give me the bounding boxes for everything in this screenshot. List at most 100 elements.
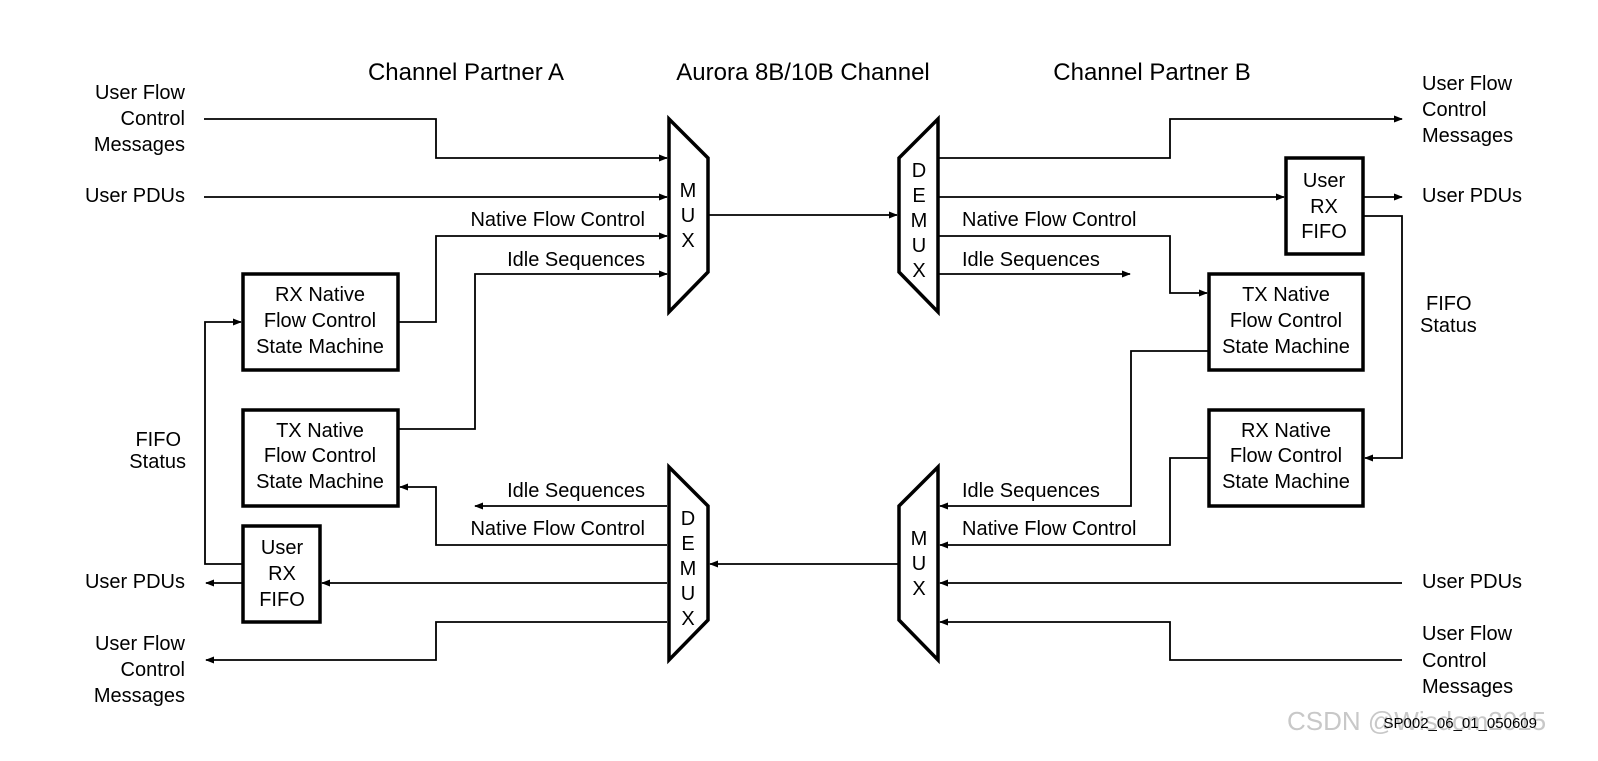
- svg-text:Flow Control: Flow Control: [1230, 310, 1342, 332]
- svg-text:FIFO: FIFO: [259, 589, 305, 611]
- wire-demux-to-ufc-a: [205, 621, 667, 664]
- svg-text:X: X: [912, 578, 925, 600]
- svg-text:TX Native: TX Native: [276, 420, 364, 442]
- label-user-pdus-b-top: User PDUs: [1422, 185, 1522, 207]
- svg-text:Control: Control: [1422, 650, 1486, 672]
- label-idle-b-top: Idle Sequences: [962, 249, 1100, 271]
- svg-text:M: M: [911, 210, 928, 232]
- demux-a-bottom: [667, 462, 710, 665]
- label-ufc-a-top: User Flow Control Messages: [94, 82, 186, 156]
- svg-text:Flow Control: Flow Control: [264, 310, 376, 332]
- svg-text:FIFO: FIFO: [1426, 293, 1472, 315]
- svg-text:User: User: [261, 537, 304, 559]
- svg-text:User Flow: User Flow: [1422, 623, 1513, 645]
- svg-text:U: U: [681, 205, 695, 227]
- svg-text:E: E: [912, 185, 925, 207]
- mux-b-bottom-label: M U X: [911, 528, 928, 600]
- wire-ufc-b-to-mux: [939, 618, 1402, 661]
- label-user-pdus-a-bottom: User PDUs: [85, 571, 185, 593]
- svg-text:User: User: [1303, 170, 1346, 192]
- label-nfc-b-top: Native Flow Control: [962, 209, 1137, 231]
- wire-tx-nfc-a-idle-to-mux: [398, 270, 668, 430]
- svg-text:E: E: [681, 533, 694, 555]
- svg-text:Control: Control: [121, 659, 185, 681]
- svg-text:Status: Status: [1420, 315, 1477, 337]
- label-idle-a-top: Idle Sequences: [507, 249, 645, 271]
- svg-text:User Flow: User Flow: [1422, 73, 1513, 95]
- wire-fifo-status-b: [1363, 215, 1403, 462]
- svg-text:User Flow: User Flow: [95, 633, 186, 655]
- header-partner-b: Channel Partner B: [1053, 59, 1250, 86]
- tx-native-fc-state-machine-b: TX Native Flow Control State Machine: [1207, 272, 1365, 372]
- svg-text:Flow Control: Flow Control: [1230, 445, 1342, 467]
- svg-text:X: X: [681, 608, 694, 630]
- svg-text:M: M: [911, 528, 928, 550]
- svg-text:M: M: [680, 180, 697, 202]
- user-rx-fifo-a: User RX FIFO: [241, 524, 322, 624]
- svg-text:D: D: [912, 160, 926, 182]
- header-partner-a: Channel Partner A: [368, 59, 564, 86]
- mux-a-top: [667, 114, 710, 317]
- svg-text:State Machine: State Machine: [1222, 471, 1350, 493]
- label-ufc-b-bottom: User Flow Control Messages: [1422, 623, 1513, 698]
- svg-text:Messages: Messages: [94, 134, 185, 156]
- wire-demux-nfc-to-tx-nfc-b: [938, 235, 1208, 297]
- label-idle-b-bottom: Idle Sequences: [962, 480, 1100, 502]
- mux-a-top-label: M U X: [680, 180, 697, 252]
- svg-text:RX: RX: [1310, 196, 1338, 218]
- label-user-pdus-a-top: User PDUs: [85, 185, 185, 207]
- svg-text:Control: Control: [1422, 99, 1486, 121]
- demux-b-top: [897, 114, 940, 317]
- svg-text:Messages: Messages: [1422, 125, 1513, 147]
- svg-text:Messages: Messages: [94, 685, 185, 707]
- label-idle-a-bottom: Idle Sequences: [507, 480, 645, 502]
- svg-text:TX Native: TX Native: [1242, 284, 1330, 306]
- user-rx-fifo-b: User RX FIFO: [1284, 156, 1365, 256]
- svg-text:State Machine: State Machine: [256, 471, 384, 493]
- svg-text:State Machine: State Machine: [256, 336, 384, 358]
- svg-text:U: U: [681, 583, 695, 605]
- wire-rx-nfc-b-to-mux: [939, 457, 1209, 549]
- svg-text:FIFO: FIFO: [135, 429, 181, 451]
- wire-ufc-a-to-mux: [204, 118, 668, 162]
- wire-demux-to-ufc-b: [938, 115, 1403, 159]
- svg-text:Flow Control: Flow Control: [264, 445, 376, 467]
- label-nfc-b-bottom: Native Flow Control: [962, 518, 1137, 540]
- label-fifo-status-a: FIFO Status: [129, 429, 186, 473]
- svg-text:RX Native: RX Native: [1241, 420, 1331, 442]
- label-user-pdus-b-bottom: User PDUs: [1422, 571, 1522, 593]
- mux-b-bottom: [897, 462, 940, 665]
- label-nfc-a-bottom: Native Flow Control: [470, 518, 645, 540]
- wire-tx-nfc-b-idle-to-mux: [939, 350, 1209, 510]
- label-ufc-b-top: User Flow Control Messages: [1422, 73, 1513, 147]
- watermark: CSDN @Wisdom2015: [1287, 706, 1546, 736]
- svg-text:U: U: [912, 553, 926, 575]
- svg-text:M: M: [680, 558, 697, 580]
- svg-text:User Flow: User Flow: [95, 82, 186, 104]
- svg-text:State Machine: State Machine: [1222, 336, 1350, 358]
- label-ufc-a-bottom: User Flow Control Messages: [94, 633, 186, 707]
- header-channel: Aurora 8B/10B Channel: [676, 59, 930, 86]
- wire-fifo-status-a: [204, 318, 243, 565]
- figure-id: SP002_06_01_050609: [1384, 715, 1538, 732]
- svg-text:FIFO: FIFO: [1301, 221, 1347, 243]
- wire-demux-nfc-to-tx-nfc-a: [399, 483, 667, 546]
- svg-text:Status: Status: [129, 451, 186, 473]
- svg-text:U: U: [912, 235, 926, 257]
- svg-text:D: D: [681, 508, 695, 530]
- svg-text:X: X: [912, 260, 925, 282]
- label-fifo-status-b: FIFO Status: [1420, 293, 1477, 337]
- svg-text:RX: RX: [268, 563, 296, 585]
- svg-text:Control: Control: [121, 108, 185, 130]
- svg-text:RX Native: RX Native: [275, 284, 365, 306]
- label-nfc-a-top: Native Flow Control: [470, 209, 645, 231]
- svg-text:Messages: Messages: [1422, 676, 1513, 698]
- svg-text:X: X: [681, 230, 694, 252]
- demux-b-top-label: D E M U X: [911, 160, 928, 282]
- rx-native-fc-state-machine-a: RX Native Flow Control State Machine: [241, 272, 400, 372]
- rx-native-fc-state-machine-b: RX Native Flow Control State Machine: [1207, 408, 1365, 508]
- wire-rx-nfc-a-to-mux: [398, 232, 668, 323]
- demux-a-bottom-label: D E M U X: [680, 508, 697, 630]
- tx-native-fc-state-machine-a: TX Native Flow Control State Machine: [241, 408, 400, 508]
